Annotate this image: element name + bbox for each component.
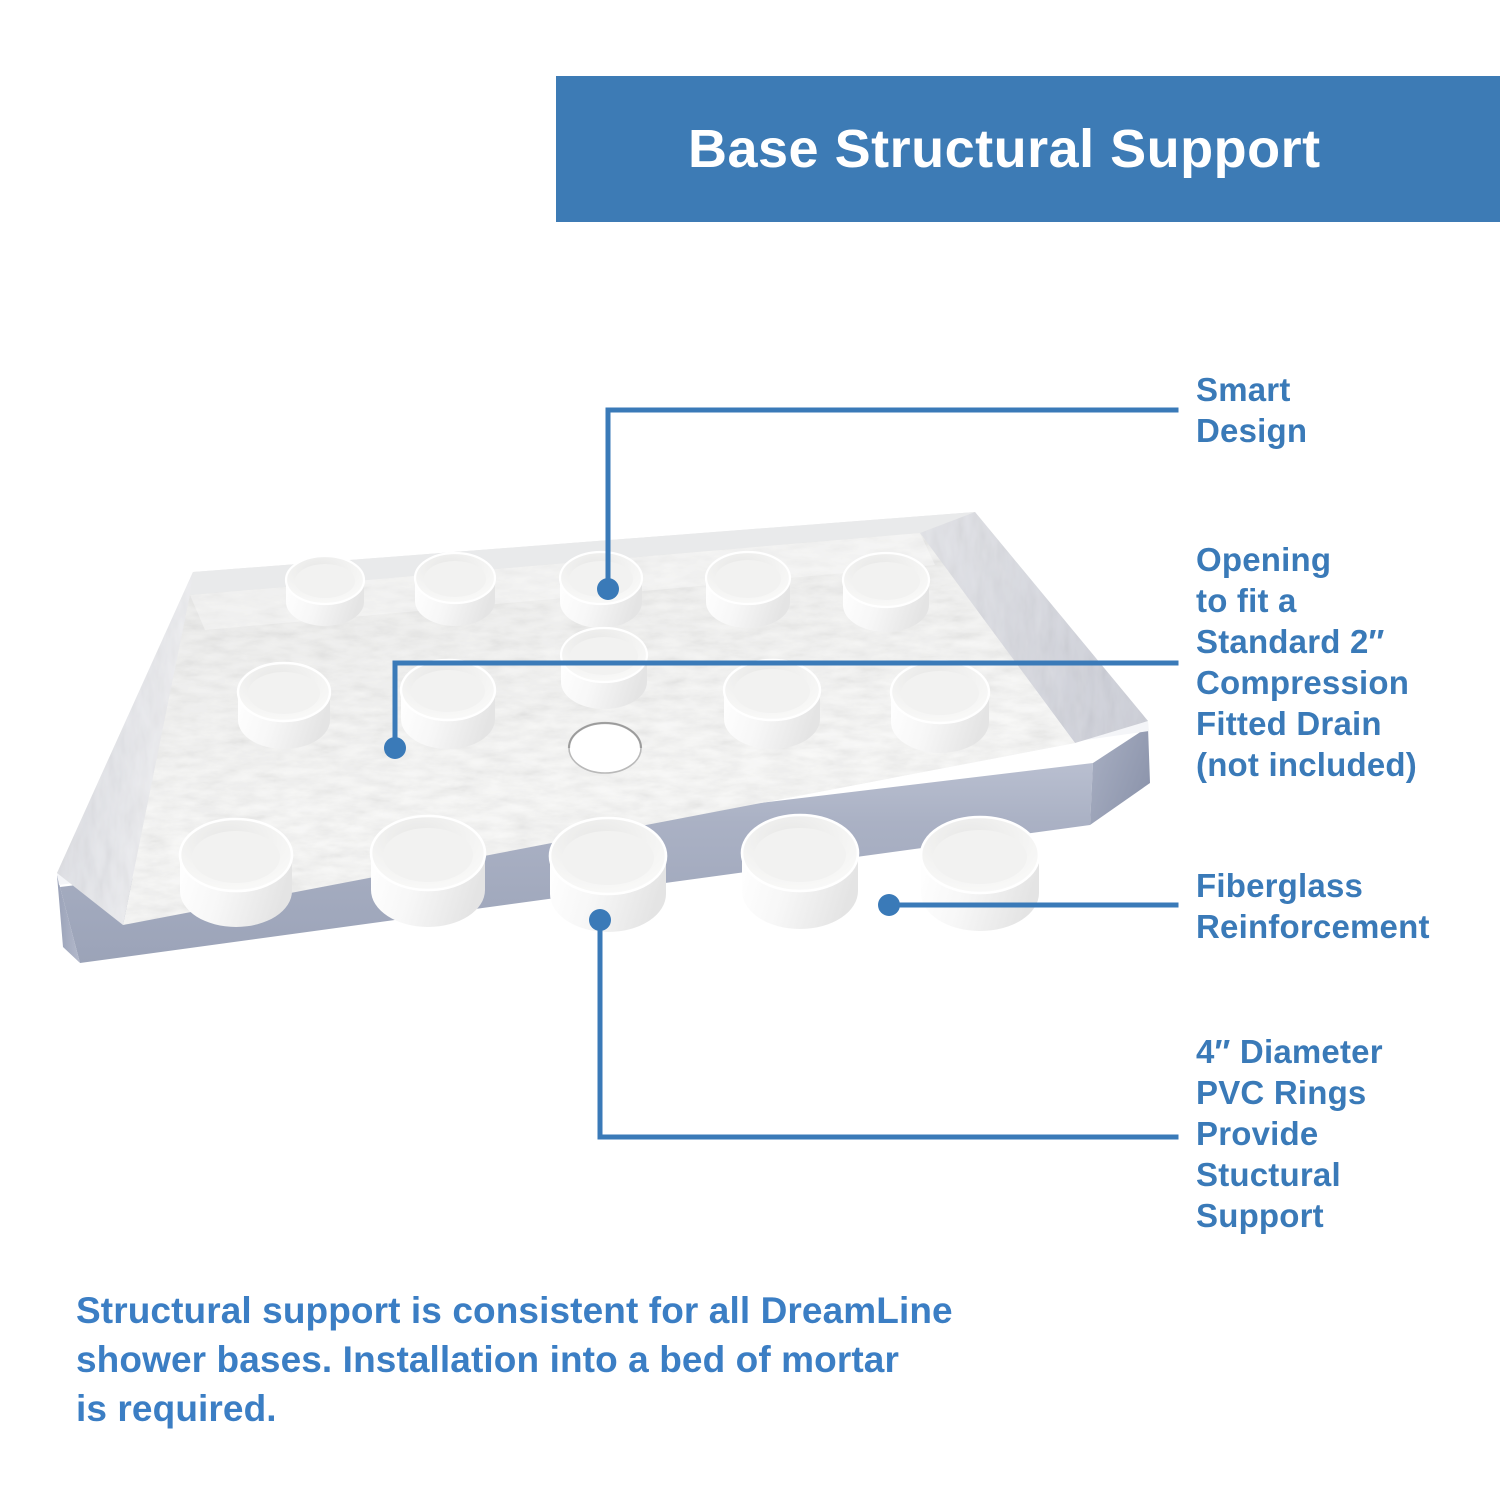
pvc-ring xyxy=(889,659,991,753)
pvc-ring xyxy=(558,550,644,628)
pvc-ring xyxy=(178,817,294,927)
callout-label-drain-opening: Opening to fit a Standard 2″ Compression… xyxy=(1196,541,1417,783)
base-right-face xyxy=(1090,727,1150,825)
pvc-ring xyxy=(841,551,931,632)
footer-note: Structural support is consistent for all… xyxy=(76,1290,953,1430)
callout-label-smart-design: Smart Design xyxy=(1196,371,1308,449)
pvc-ring xyxy=(399,658,497,749)
pvc-ring xyxy=(369,814,487,927)
header-banner: Base Structural Support xyxy=(556,76,1500,222)
base-left-face xyxy=(57,875,80,963)
pvc-ring xyxy=(704,550,792,628)
pvc-ring xyxy=(413,551,497,626)
shower-base-illustration xyxy=(55,495,1165,1015)
callout-label-fiberglass: Fiberglass Reinforcement xyxy=(1196,867,1430,945)
pvc-ring xyxy=(722,658,822,749)
pvc-ring xyxy=(284,554,366,626)
page-title: Base Structural Support xyxy=(688,119,1321,179)
pvc-ring xyxy=(919,815,1041,931)
pvc-ring xyxy=(740,813,860,929)
pvc-ring xyxy=(548,816,668,932)
callout-label-pvc-rings: 4″ Diameter PVC Rings Provide Stuctural … xyxy=(1196,1033,1383,1234)
pvc-ring xyxy=(559,626,649,709)
base-lip-left-inner xyxy=(57,572,193,925)
pvc-ring xyxy=(236,661,332,749)
drain-opening-hole xyxy=(567,721,643,774)
